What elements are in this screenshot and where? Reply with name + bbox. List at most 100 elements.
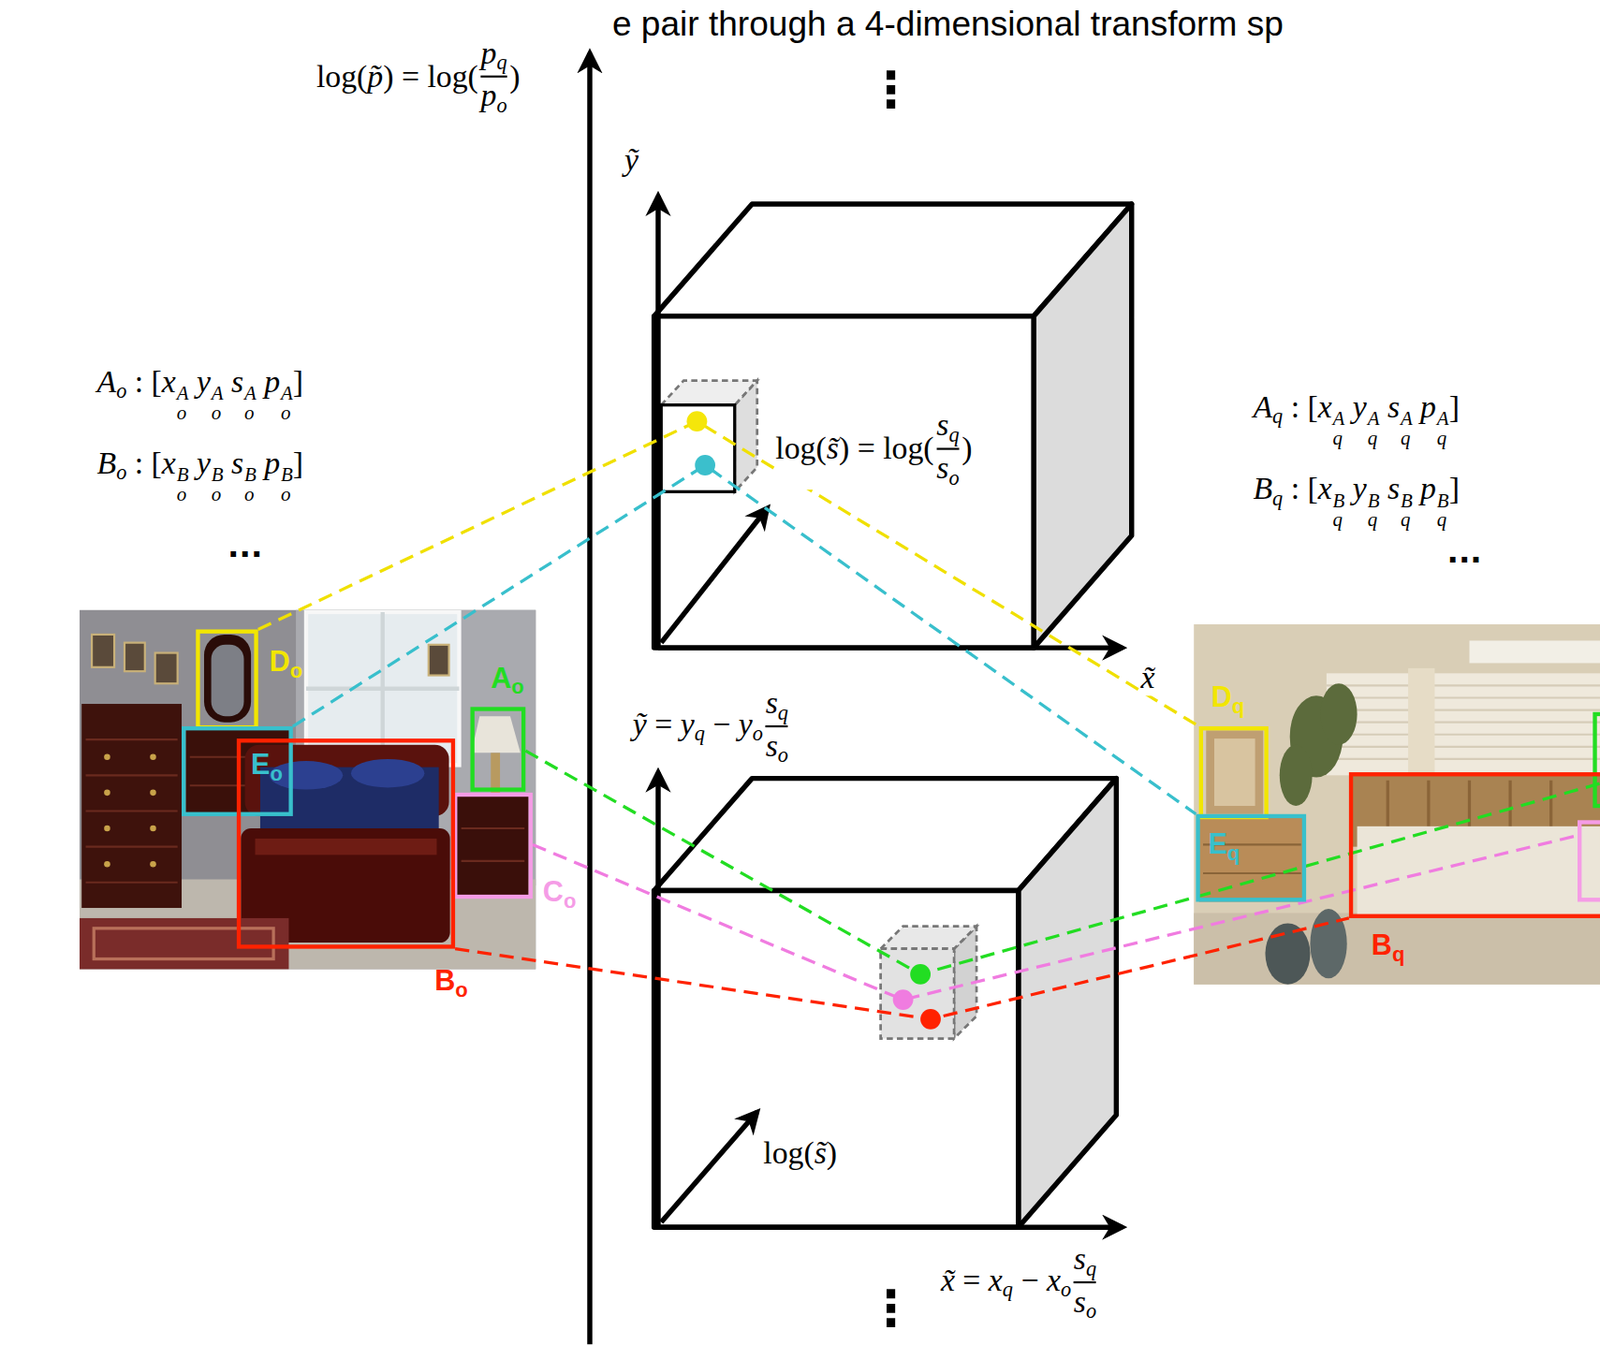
region-label: Eo — [250, 750, 283, 780]
sub-superscript: qA — [1400, 409, 1413, 449]
lower-cube-part — [658, 1224, 1123, 1230]
fraction: pqpo — [481, 36, 508, 118]
sub-superscript: qA — [1437, 409, 1450, 449]
math-run: ... — [227, 528, 263, 564]
left-photo-part-part — [149, 861, 157, 868]
fraction-bar — [936, 448, 959, 451]
math-text: so — [765, 729, 789, 767]
math-run: : [ — [1282, 469, 1319, 506]
right-photo-part — [1408, 668, 1435, 781]
region-label: Eq — [1207, 830, 1240, 860]
subscript: o — [777, 744, 789, 767]
math-run: ) — [961, 430, 972, 467]
superscript: B — [1367, 490, 1380, 511]
point-markers-part — [910, 964, 931, 985]
math-run — [256, 444, 265, 481]
right-photo-part-part — [1326, 733, 1600, 736]
sub-superscript: oB — [211, 465, 224, 505]
subscript: o — [176, 484, 190, 504]
dashed-connector — [455, 918, 1350, 1020]
left-photo-part — [204, 634, 251, 723]
math-text: Bq : [xqB yqB sqB pqB] — [1252, 469, 1459, 530]
right-photo-part — [1326, 673, 1600, 776]
main-axis — [587, 53, 592, 1345]
math-run — [188, 362, 196, 398]
math-label: Bo : [xoB yoB soB poB] — [97, 444, 304, 505]
math-run: x̃ — [1141, 659, 1156, 695]
math-run: s — [1073, 1283, 1087, 1320]
region-label: Co — [543, 878, 576, 908]
label-letter: E — [250, 748, 270, 781]
region-box: Do — [195, 629, 258, 730]
superscript: A — [280, 382, 294, 403]
upper-bin-part — [660, 405, 734, 493]
math-label: x̃ — [1141, 659, 1156, 696]
fraction-bar — [1073, 1281, 1097, 1284]
math-run: x — [1046, 1262, 1061, 1299]
math-run: ) = log( — [838, 430, 935, 467]
math-run: s — [936, 406, 949, 442]
left-photo-part — [471, 716, 521, 753]
subscript: o — [244, 484, 257, 504]
subscript: o — [280, 484, 294, 504]
math-run: : [ — [1282, 388, 1319, 425]
lower-cube-part — [660, 1112, 757, 1223]
label-letter: B — [1371, 929, 1393, 962]
superscript: A — [1333, 409, 1346, 429]
math-label: Aq : [xqA yqA sqA pqA] — [1252, 388, 1459, 449]
math-run: ] — [293, 444, 304, 481]
label-letter: C — [543, 876, 564, 909]
math-run: y — [196, 362, 211, 398]
subscript: q — [1002, 1278, 1013, 1302]
subscript: o — [752, 722, 764, 746]
math-text: ỹ — [624, 141, 639, 178]
math-run: x̃ — [940, 1262, 955, 1299]
math-run: x — [161, 362, 177, 398]
upper-cube-part — [658, 645, 1123, 650]
sub-superscript: oA — [244, 382, 257, 423]
region-box: Bq — [1349, 772, 1600, 919]
right-photo-part-part — [1326, 758, 1600, 761]
math-run: ⋮ — [866, 1279, 915, 1337]
math-run: y — [1352, 388, 1367, 425]
math-label: log(s̃) — [763, 1134, 837, 1172]
subscript: o — [176, 402, 190, 423]
math-text: sq — [1073, 1242, 1097, 1280]
right-photo-part-part — [1326, 696, 1600, 699]
left-photo-part — [490, 752, 500, 794]
math-text: po — [481, 79, 508, 118]
math-run: p — [264, 362, 280, 398]
sub-superscript: oB — [244, 465, 257, 505]
left-photo-part-part — [149, 790, 157, 797]
superscript: B — [280, 465, 294, 485]
math-text: Aq : [xqA yqA sqA pqA] — [1252, 388, 1459, 449]
region-label: Do — [269, 647, 303, 677]
subscript: o — [1060, 1278, 1072, 1302]
math-run — [1412, 388, 1421, 425]
subscript: o — [116, 379, 127, 402]
left-photo-part-part — [86, 881, 178, 884]
subscript: q — [1437, 428, 1450, 449]
region-label: Bo — [434, 967, 468, 997]
math-run: ) = log( — [382, 58, 479, 94]
label-subscript: q — [1232, 695, 1245, 719]
superscript: B — [1400, 490, 1413, 511]
sub-superscript: qB — [1400, 490, 1413, 530]
math-run: s — [765, 684, 778, 720]
math-run: A — [1252, 388, 1273, 425]
left-photo-part-part — [103, 753, 111, 761]
left-photo-part — [103, 753, 157, 867]
fraction-bar — [765, 725, 789, 728]
left-photo-part — [91, 634, 115, 668]
lower-bin — [880, 926, 977, 1040]
math-run: x — [1318, 388, 1333, 425]
subscript: o — [211, 402, 224, 423]
right-photo-part — [1199, 816, 1306, 903]
math-text: Ao : [xoA yoA soA poA] — [97, 362, 304, 423]
subscript: q — [1400, 428, 1413, 449]
left-photo-part-part — [103, 790, 111, 797]
label-subscript: q — [1392, 943, 1405, 967]
subscript: o — [211, 484, 224, 504]
superscript: B — [244, 465, 257, 485]
region-box: Bo — [236, 738, 456, 950]
